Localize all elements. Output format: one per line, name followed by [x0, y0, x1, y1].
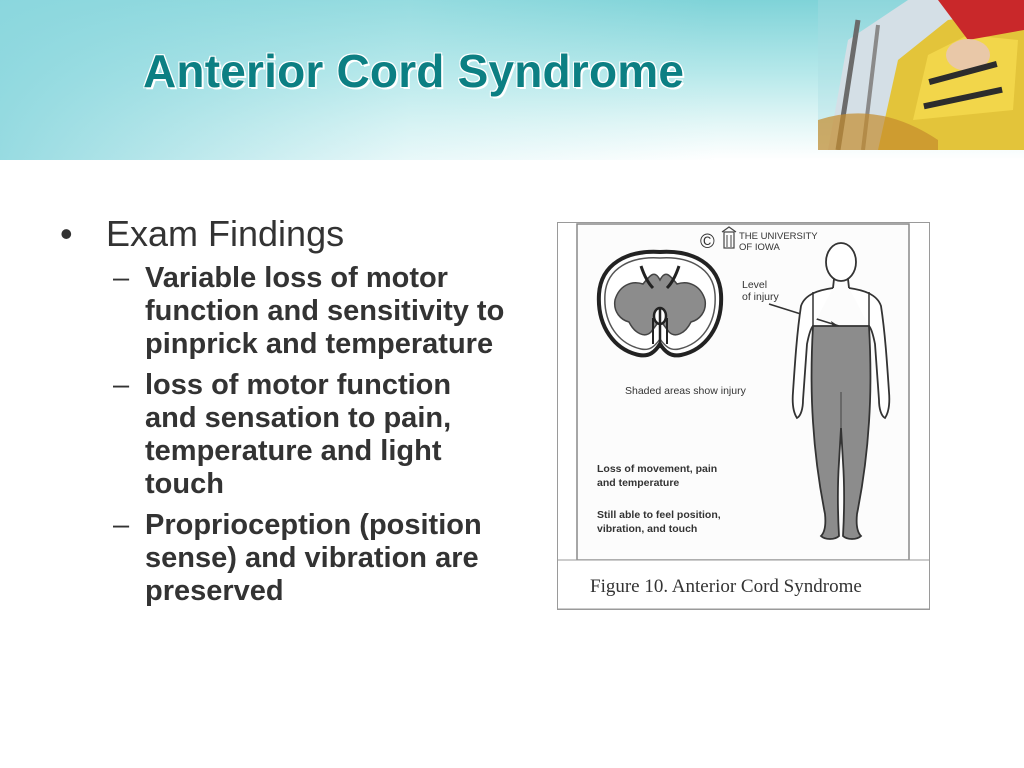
bullet-item: • Exam Findings	[55, 212, 525, 256]
institution-line-1: THE UNIVERSITY	[739, 231, 818, 242]
sub-bullet-text: Proprioception (position sense) and vibr…	[145, 509, 482, 607]
sub-bullet-item: – Proprioception (position sense) and vi…	[113, 509, 525, 608]
slide-title: Anterior Cord Syndrome	[143, 45, 685, 97]
bullet-label: Exam Findings	[106, 213, 345, 254]
level-label-line-1: Level	[742, 279, 767, 291]
dash-marker: –	[113, 509, 130, 541]
human-body-figure	[791, 242, 891, 540]
still-able-note-line-1: Still able to feel position,	[597, 509, 721, 521]
loss-note-line-1: Loss of movement, pain	[597, 463, 717, 475]
dash-marker: –	[113, 369, 130, 401]
spinal-cord-cross-section	[596, 249, 724, 358]
still-able-note-line-2: vibration, and touch	[597, 523, 697, 535]
loss-note-line-2: and temperature	[597, 477, 679, 489]
stretcher-photo	[818, 0, 1024, 150]
sub-bullet-text: Variable loss of motor function and sens…	[145, 262, 505, 360]
institution-line-2: OF IOWA	[739, 242, 780, 253]
bullet-list: • Exam Findings – Variable loss of motor…	[55, 212, 525, 616]
sub-bullet-item: – loss of motor function and sensation t…	[113, 369, 525, 501]
level-label-line-2: of injury	[742, 291, 780, 303]
copyright-mark: ©	[700, 231, 715, 253]
shaded-areas-note: Shaded areas show injury	[625, 385, 747, 397]
figure-illustration: © THE UNIVERSITY OF IOWA Level of injury	[557, 222, 930, 610]
sub-bullet-text: loss of motor function and sensation to …	[145, 369, 452, 500]
sub-bullet-list: – Variable loss of motor function and se…	[113, 262, 525, 608]
university-seal-icon	[721, 226, 737, 249]
dash-marker: –	[113, 262, 130, 294]
figure-caption: Figure 10. Anterior Cord Syndrome	[590, 576, 862, 597]
sub-bullet-item: – Variable loss of motor function and se…	[113, 262, 525, 361]
anterior-cord-figure: © THE UNIVERSITY OF IOWA Level of injury	[557, 222, 930, 610]
bullet-dot: •	[60, 213, 73, 254]
